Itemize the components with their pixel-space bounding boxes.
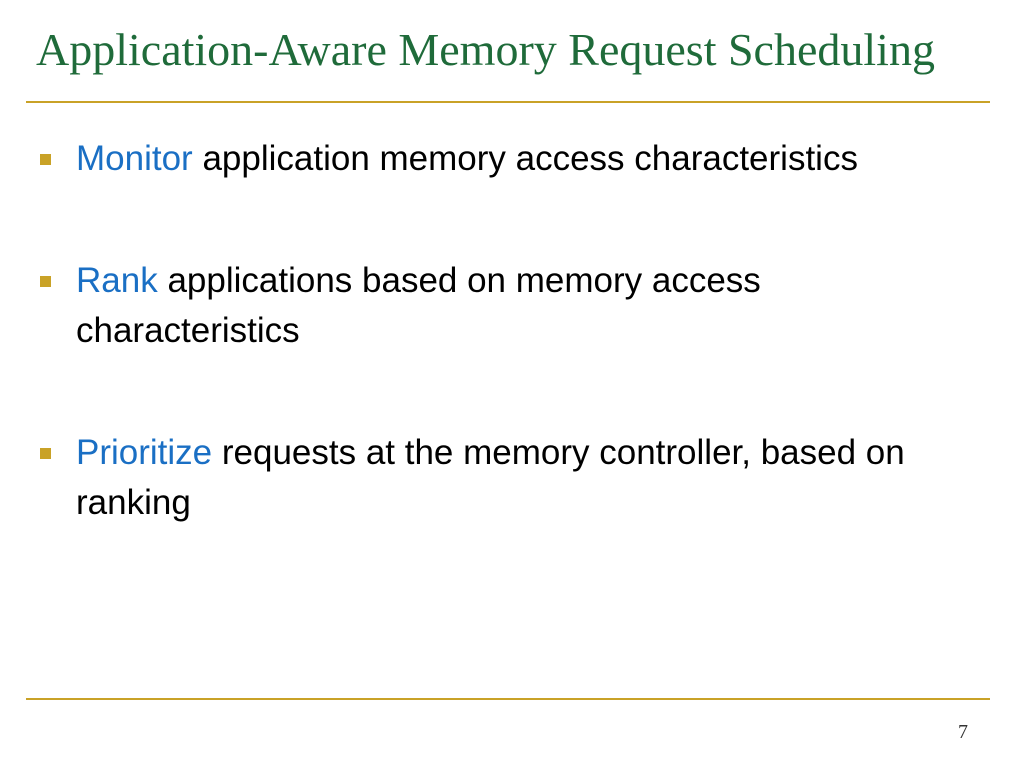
slide-title: Application-Aware Memory Request Schedul… (36, 24, 935, 75)
bullet-keyword: Prioritize (76, 433, 213, 472)
bullet-keyword: Monitor (76, 139, 193, 178)
square-bullet-icon (40, 448, 51, 459)
footer-divider (26, 698, 990, 700)
square-bullet-icon (40, 276, 51, 287)
bullet-text: application memory access characteristic… (192, 139, 858, 178)
title-divider (26, 101, 990, 103)
page-number: 7 (958, 721, 968, 743)
bullet-list: Monitor application memory access charac… (36, 134, 936, 528)
bullet-keyword: Rank (76, 261, 158, 300)
square-bullet-icon (40, 154, 51, 165)
bullet-text: applications based on memory access char… (76, 261, 761, 350)
bullet-item-monitor: Monitor application memory access charac… (36, 134, 936, 184)
bullet-item-prioritize: Prioritize requests at the memory contro… (36, 428, 936, 528)
bullet-text: requests at the memory controller, based… (76, 433, 905, 522)
bullet-item-rank: Rank applications based on memory access… (36, 256, 936, 356)
